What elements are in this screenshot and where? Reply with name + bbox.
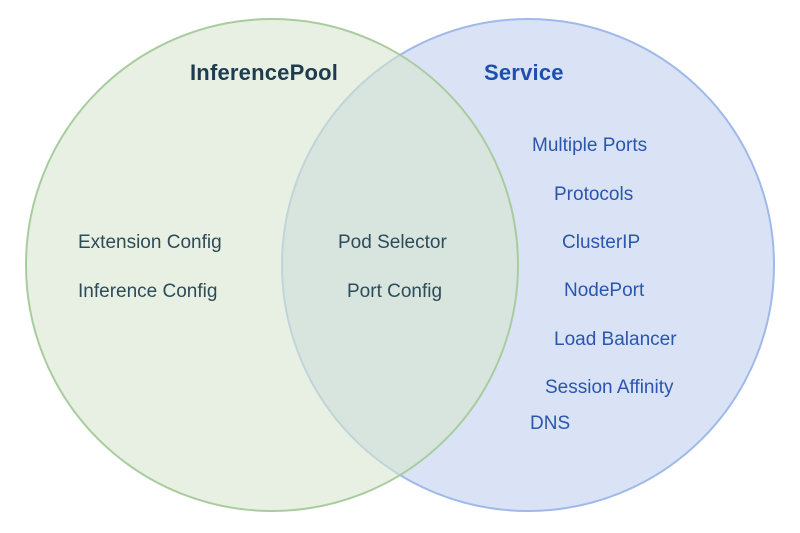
- right-item-protocols: Protocols: [554, 184, 634, 205]
- right-item-session-affinity: Session Affinity: [545, 377, 674, 398]
- right-item-nodeport: NodePort: [564, 280, 645, 301]
- inferencepool-circle: [25, 18, 519, 512]
- left-item-extension-config: Extension Config: [78, 232, 222, 253]
- service-title: Service: [484, 60, 564, 85]
- left-item-inference-config: Inference Config: [78, 281, 218, 302]
- overlap-item-port-config: Port Config: [347, 281, 443, 302]
- overlap-item-pod-selector: Pod Selector: [338, 232, 447, 253]
- right-item-clusterip: ClusterIP: [562, 232, 641, 253]
- inferencepool-title: InferencePool: [190, 60, 339, 85]
- right-item-load-balancer: Load Balancer: [554, 329, 677, 350]
- right-item-multiple-ports: Multiple Ports: [532, 135, 648, 156]
- right-item-dns: DNS: [530, 413, 571, 434]
